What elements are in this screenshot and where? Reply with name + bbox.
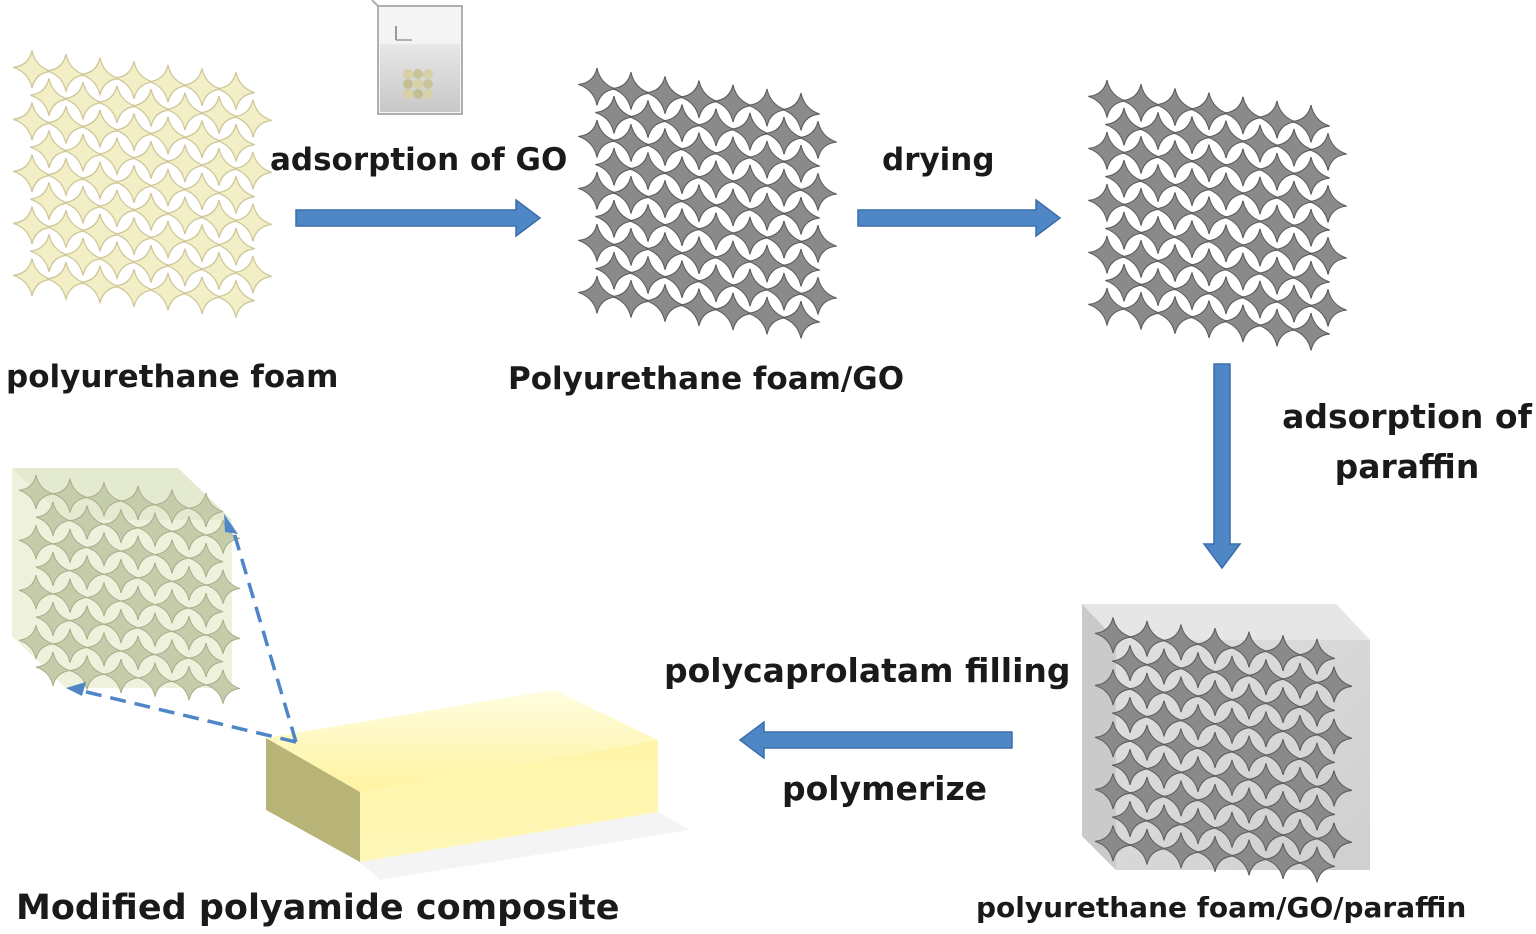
step-label-drying: drying [882, 142, 995, 178]
step-label-adsorption-go: adsorption of GO [270, 142, 568, 178]
arrow-icon [857, 198, 1062, 238]
step-label-adsorption-paraffin-1: adsorption of [1282, 397, 1532, 436]
stage-label-composite: Modified polyamide composite [16, 888, 620, 928]
stage-label-pu-go: Polyurethane foam/GO [508, 361, 905, 397]
foam-cell [577, 65, 617, 109]
paraffin-foam-cube [1082, 604, 1370, 885]
polyurethane-foam-image [12, 47, 273, 321]
beaker-icon [371, 0, 463, 115]
dried-foam-image [1087, 77, 1348, 354]
arrow-icon [738, 720, 1013, 760]
polyamide-composite-block [266, 690, 690, 880]
step-label-adsorption-paraffin-2: paraffin [1334, 447, 1480, 486]
stage-label-pu-foam: polyurethane foam [6, 359, 339, 395]
zoomed-composite-structure [12, 468, 241, 707]
arrow-icon [295, 198, 542, 238]
arrow-icon [1202, 363, 1242, 570]
foam-cell [1087, 77, 1127, 121]
step-label-pcl-filling: polycaprolatam filling [664, 651, 1071, 690]
foam-cell [12, 47, 52, 91]
stage-label-pu-go-paraffin: polyurethane foam/GO/paraffin [976, 891, 1467, 924]
polyurethane-foam-go-image [577, 65, 838, 342]
zoom-dashed-arrows [77, 525, 298, 744]
step-label-polymerize: polymerize [782, 769, 988, 808]
